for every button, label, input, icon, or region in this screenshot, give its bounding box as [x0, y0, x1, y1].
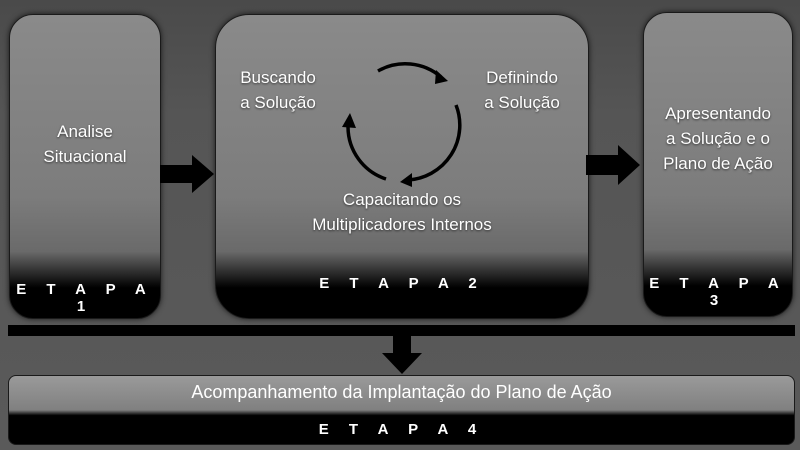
- stage-1-label: E T A P A 1: [16, 281, 154, 315]
- stage-3-text: Apresentando a Solução e o Plano de Ação: [644, 101, 792, 176]
- down-arrow-icon: [382, 335, 422, 374]
- cycle-step-top-left-line-2: a Solução: [240, 93, 316, 112]
- cycle-step-top-right-line-1: Definindo: [486, 68, 558, 87]
- stage-4-label: E T A P A 4: [318, 421, 485, 438]
- stage-4-text: Acompanhamento da Implantação do Plano d…: [191, 382, 612, 402]
- connector-bar: [8, 325, 795, 336]
- cycle-step-top-left-line-1: Buscando: [240, 68, 316, 87]
- right-arrow-icon: [160, 155, 214, 193]
- stage-1-text-line-2: Situacional: [43, 147, 127, 166]
- stage-2-label: E T A P A 2: [319, 275, 485, 292]
- cycle-step-bottom: Capacitando os Multiplicadores Internos: [216, 187, 588, 237]
- right-arrow-icon: [586, 145, 640, 185]
- stage-3-label: E T A P A 3: [649, 275, 787, 309]
- cycle-step-top-right: Definindo a Solução: [466, 65, 578, 115]
- stage-4-box: Acompanhamento da Implantação do Plano d…: [8, 375, 795, 445]
- cycle-arrows-icon: [342, 62, 462, 187]
- stage-1-text: Analise Situacional: [10, 119, 160, 169]
- stage-3-text-line-3: Plano de Ação: [663, 154, 773, 173]
- stage-3-box: Apresentando a Solução e o Plano de Ação…: [643, 12, 793, 317]
- cycle-step-bottom-line-2: Multiplicadores Internos: [312, 215, 492, 234]
- cycle-step-top-right-line-2: a Solução: [484, 93, 560, 112]
- cycle-step-bottom-line-1: Capacitando os: [342, 190, 462, 209]
- stage-3-text-line-1: Apresentando: [665, 104, 771, 123]
- stage-1-box: Analise Situacional E T A P A 1: [9, 14, 161, 319]
- stage-1-text-line-1: Analise: [57, 122, 113, 141]
- cycle-step-top-left: Buscando a Solução: [222, 65, 334, 115]
- stage-2-box: Buscando a Solução Definindo a Solução C…: [215, 14, 589, 319]
- stage-3-text-line-2: a Solução e o: [666, 129, 770, 148]
